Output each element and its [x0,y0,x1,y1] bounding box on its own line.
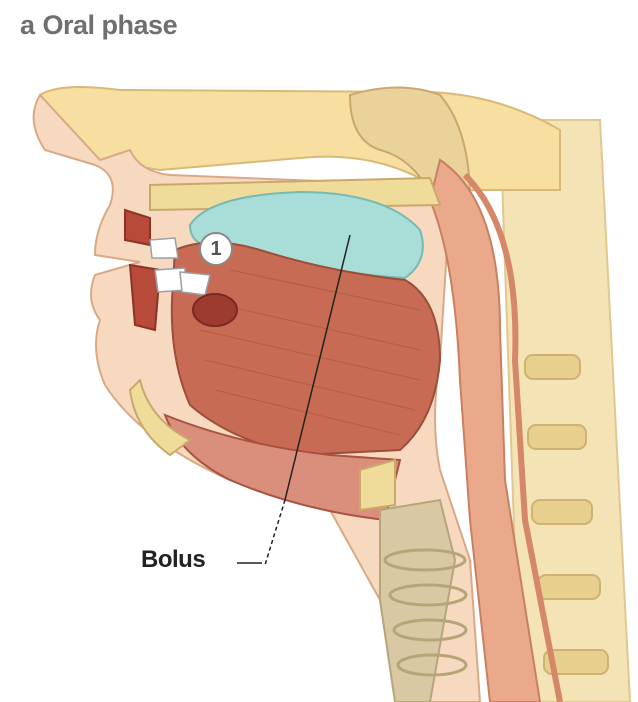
tongue-tip [193,294,237,326]
bolus-leader-line-lower [265,500,285,565]
bolus-label: Bolus [141,546,205,574]
step-number-badge: 1 [199,232,233,266]
hyoid-bone [360,460,395,510]
